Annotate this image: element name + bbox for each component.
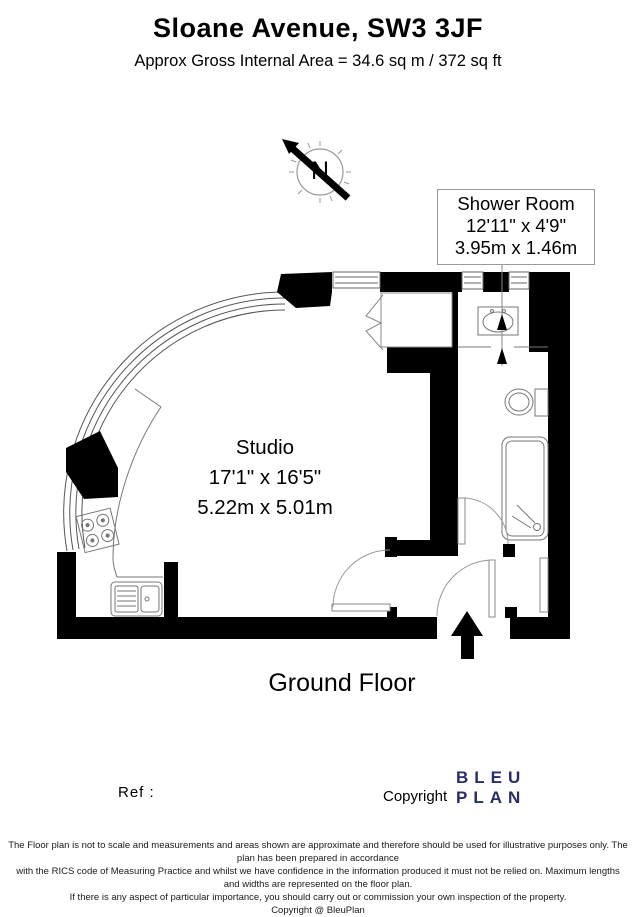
wall-hall-top [397, 540, 458, 556]
studio-dimensions-imperial: 17'1" x 16'5" [208, 466, 322, 489]
shower-room-fixtures [458, 306, 549, 541]
closet [365, 292, 453, 351]
washbasin-icon [477, 306, 519, 336]
compass-north-label: N [310, 157, 330, 185]
door-panel [539, 557, 549, 613]
compass-north-arrow-icon [282, 139, 299, 154]
logo-line-2: PLAN [456, 787, 527, 807]
studio-name: Studio [235, 436, 295, 459]
wall-closet-right [452, 292, 458, 348]
studio-dimensions-metric: 5.22m x 5.01m [197, 496, 333, 519]
wall-door-stop [387, 607, 397, 618]
curved-window-wall [63, 291, 286, 552]
studio-door-leaf [331, 603, 391, 612]
closet-bifold-door-icon [365, 294, 384, 351]
wall-arc-pillar [66, 431, 118, 499]
windows [332, 271, 530, 290]
wall-bottom-right [510, 617, 570, 639]
shower-room-dimensions-metric: 3.95m x 1.46m [454, 237, 578, 258]
shower-room-dimensions-imperial: 12'11" x 4'9" [465, 215, 567, 236]
disclaimer: The Floor plan is not to scale and measu… [8, 839, 628, 917]
window-icon [508, 271, 530, 290]
wall-tab [385, 537, 397, 557]
compass [282, 139, 351, 203]
kitchen-counter-edge [112, 406, 163, 578]
shower-room-name: Shower Room [457, 193, 575, 214]
kitchen [75, 388, 163, 617]
shower-room-label-box: Shower Room 12'11" x 4'9" 3.95m x 1.46m [437, 189, 595, 265]
studio-door-arc [332, 549, 391, 608]
shower-tray-icon [501, 436, 549, 541]
shower-door-arc [464, 497, 509, 545]
kitchen-counter-end [134, 388, 162, 408]
disclaimer-line: with the RICS code of Measuring Practice… [16, 866, 620, 890]
shower-door-leaf [457, 497, 466, 545]
logo-line-1: BLEU [456, 768, 527, 787]
studio-label: Studio 17'1" x 16'5" 5.22m x 5.01m [160, 433, 370, 523]
hob-icon [75, 507, 120, 554]
bleuplan-logo: BLEU PLAN [456, 768, 526, 807]
wall-top-right-corner [529, 272, 570, 352]
wall-tab [505, 607, 517, 618]
wall-top [380, 272, 462, 292]
window-icon [461, 271, 484, 290]
wall-under-closet [387, 347, 458, 373]
floor-label: Ground Floor [268, 669, 416, 697]
compass-needle [290, 146, 351, 201]
page-title: Sloane Avenue, SW3 3JF [152, 13, 484, 43]
ref-label: Ref : [118, 784, 155, 801]
disclaimer-copyright: Copyright @ BleuPlan [271, 905, 365, 916]
disclaimer-line: If there is any aspect of particular imp… [69, 892, 567, 903]
closet-outline [380, 292, 453, 348]
wall-top-left-block [277, 272, 332, 308]
walls [57, 272, 570, 639]
toilet-icon [504, 388, 549, 417]
wall-right [548, 350, 570, 639]
leader-arrow-icon [497, 348, 507, 364]
window-icon [332, 271, 381, 289]
shower-label-leader [497, 262, 507, 366]
entry-door-leaf [488, 559, 496, 618]
disclaimer-line: The Floor plan is not to scale and measu… [8, 840, 628, 864]
entrance-arrow-icon [451, 611, 483, 659]
leader-arrow-icon [497, 314, 507, 330]
wall-bottom-left-corner [57, 552, 76, 622]
copyright-label: Copyright [383, 788, 448, 805]
wall-top [483, 272, 509, 292]
wall-bottom [57, 617, 437, 639]
page-subtitle: Approx Gross Internal Area = 34.6 sq m /… [134, 52, 502, 70]
sink-icon [110, 581, 163, 617]
wall-tab [503, 544, 515, 557]
wall-studio-shower-divider [430, 373, 458, 541]
entry-door-arc [436, 559, 493, 617]
wall-kitchen-pillar [164, 562, 178, 618]
doors [331, 497, 549, 618]
